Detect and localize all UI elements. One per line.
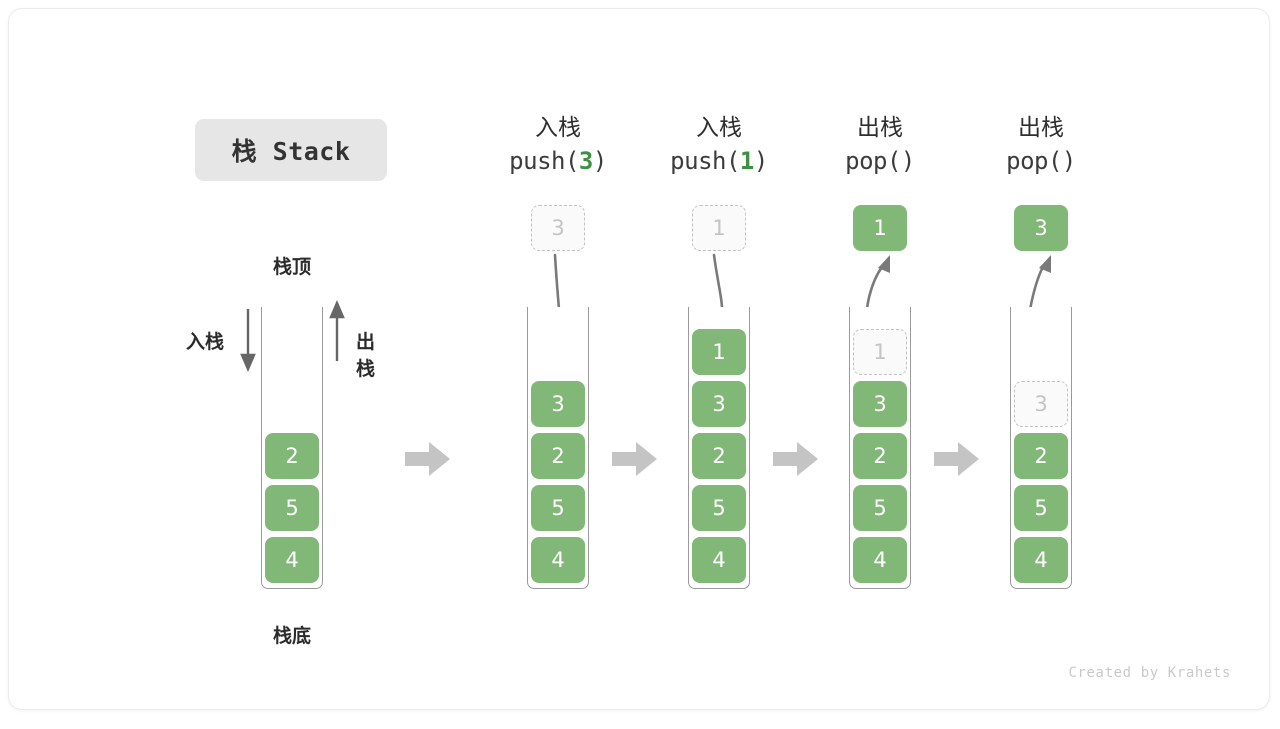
column-header-code: push(3): [509, 146, 607, 175]
footer-credit: Created by Krahets: [1068, 665, 1231, 681]
column-header-code: pop(): [1006, 146, 1076, 175]
stack-cell: 4: [1014, 537, 1068, 583]
stack-cell: 2: [853, 433, 907, 479]
pop-side-label: 出栈: [356, 331, 376, 380]
stack-cell: 5: [265, 485, 319, 531]
removed-stack-cell: 3: [1014, 381, 1068, 427]
column-header-cn: 入栈: [696, 115, 742, 141]
stack-cell: 2: [692, 433, 746, 479]
stack-cell: 5: [1014, 485, 1068, 531]
column-header-cn: 入栈: [535, 115, 581, 141]
stack-column-push-3: 入栈 push(3) 3 3 2 5 4: [458, 9, 658, 729]
step-separator-arrow: [405, 442, 450, 476]
stack-cell: 4: [265, 537, 319, 583]
popped-value: 1: [853, 205, 907, 251]
step-separator-arrow: [934, 442, 979, 476]
pending-push-value: 3: [531, 205, 585, 251]
stack-column-pop-3: 出栈 pop() 3 3 2 5 4: [941, 9, 1141, 729]
step-separator-arrow: [612, 442, 657, 476]
column-header-cn: 出栈: [857, 115, 903, 141]
stack-cell: 3: [692, 381, 746, 427]
stack-cell: 4: [531, 537, 585, 583]
stack-bottom-label: 栈底: [272, 625, 311, 647]
stack-top-label: 栈顶: [272, 256, 311, 278]
column-header: 入栈 push(1): [619, 113, 819, 178]
push-argument: 3: [578, 146, 593, 175]
stack-cell: 3: [531, 381, 585, 427]
curved-arrow-down-icon: [712, 253, 724, 317]
stack-cell: 5: [531, 485, 585, 531]
stack-cell: 5: [692, 485, 746, 531]
stack-cell: 1: [692, 329, 746, 375]
page-title: 栈 Stack: [195, 119, 387, 181]
removed-stack-cell: 1: [853, 329, 907, 375]
diagram-card: 栈 Stack 栈顶 栈底 入栈 出栈 2 5 4 入栈 push(3) 3: [8, 8, 1270, 710]
stack-cell: 2: [265, 433, 319, 479]
stack-cell: 3: [853, 381, 907, 427]
step-separator-arrow: [773, 442, 818, 476]
column-header: 入栈 push(3): [458, 113, 658, 178]
column-header: 出栈 pop(): [780, 113, 980, 178]
stack-cell: 4: [853, 537, 907, 583]
stack-column-pop-1: 出栈 pop() 1 1 3 2 5 4: [780, 9, 980, 729]
push-argument: 1: [739, 146, 754, 175]
stack-cell: 2: [1014, 433, 1068, 479]
column-header: 出栈 pop(): [941, 113, 1141, 178]
stack-cell: 5: [853, 485, 907, 531]
stack-cell: 4: [692, 537, 746, 583]
push-side-label: 入栈: [186, 331, 225, 353]
column-header-cn: 出栈: [1018, 115, 1064, 141]
pending-push-value: 1: [692, 205, 746, 251]
popped-value: 3: [1014, 205, 1068, 251]
column-header-code: pop(): [845, 146, 915, 175]
stack-cell: 2: [531, 433, 585, 479]
stack-column-initial: 栈顶 栈底 入栈 出栈 2 5 4: [186, 9, 392, 729]
column-header-code: push(1): [670, 146, 768, 175]
